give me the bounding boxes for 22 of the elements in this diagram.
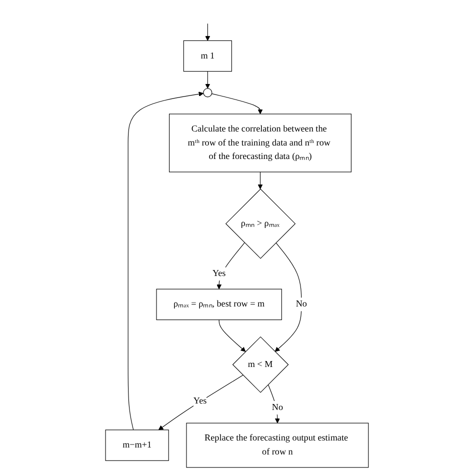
arrow: [158, 374, 244, 430]
arrow: [128, 92, 204, 430]
edge-label: Yes: [193, 396, 207, 406]
arrow: [258, 172, 263, 190]
node-diamond: m < M: [232, 336, 289, 393]
edge-label: Yes: [212, 268, 226, 278]
arrow: [218, 320, 246, 352]
edge-label: No: [296, 299, 308, 309]
node-circle: [203, 88, 212, 98]
arrow: [274, 242, 302, 352]
node-box: m−m+1: [105, 430, 169, 461]
arrow: [268, 384, 280, 424]
node-box: m 1: [183, 40, 232, 72]
arrow: [216, 242, 245, 290]
node-box: Replace the forecasting output estimate of row n: [186, 422, 369, 468]
node-box: Calculate the correlation between the mᵗʰ row of the training data and nᵗʰ row of the forecasting data (ρₘₙ): [169, 114, 352, 172]
arrow: [205, 23, 210, 41]
edge-label: No: [272, 402, 284, 412]
node-diamond: ρₘₙ > ρₘₐₓ: [225, 188, 296, 259]
arrow: [205, 71, 210, 89]
arrow: [212, 93, 263, 114]
node-box: ρₘₐₓ = ρₘₙ, best row = m: [156, 288, 282, 320]
